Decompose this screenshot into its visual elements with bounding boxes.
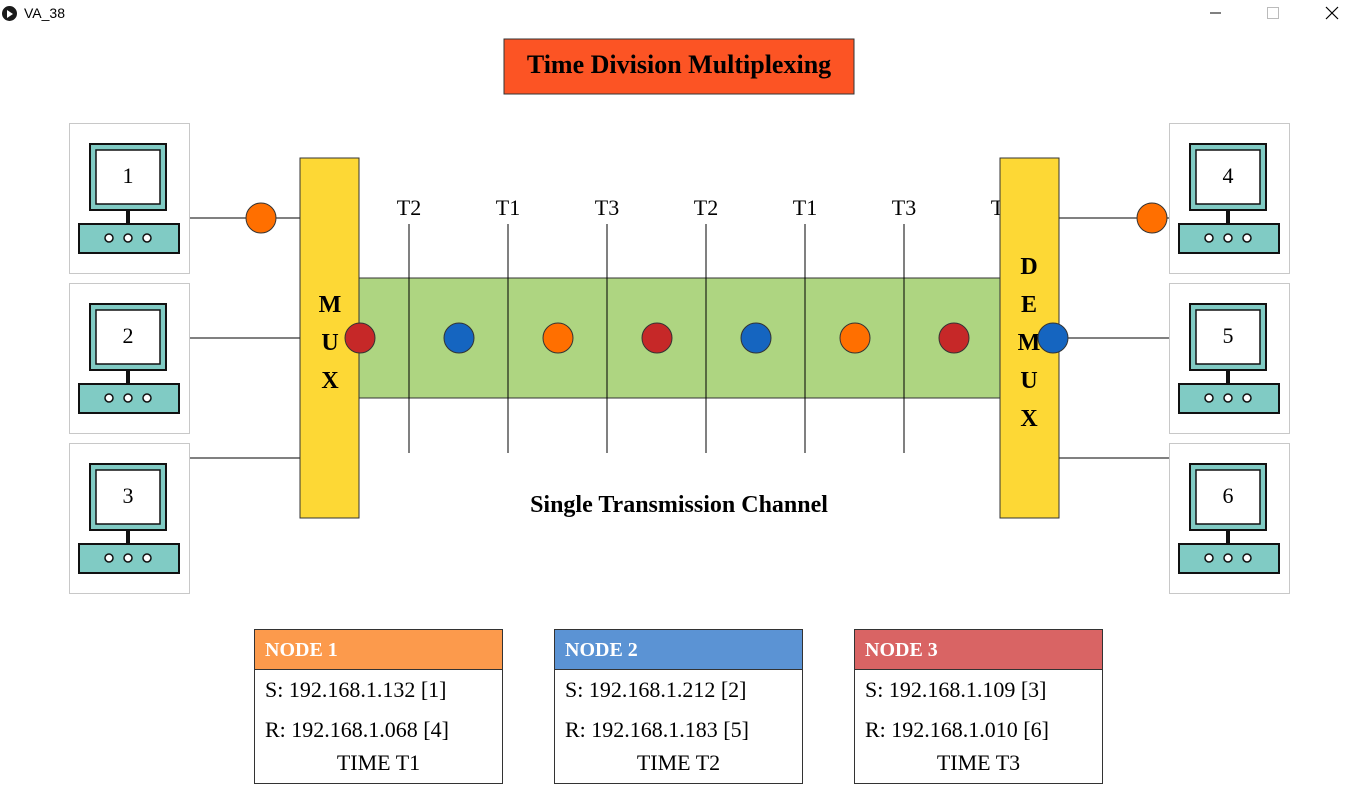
channel-label: Single Transmission Channel xyxy=(530,492,828,518)
button-dot xyxy=(142,393,152,403)
node-time: TIME T3 xyxy=(936,750,1021,775)
computer-5: 5 xyxy=(1169,283,1290,434)
node-sender: S: 192.168.1.212 [2] xyxy=(565,677,747,702)
mux-letter: U xyxy=(321,330,338,356)
screen xyxy=(95,469,161,525)
monitor-stand xyxy=(126,210,130,224)
computers: 1 2 3 4 5 6 xyxy=(69,123,1290,594)
packet-node3 xyxy=(344,322,376,354)
node-card-1: NODE 1 S: 192.168.1.132 [1] R: 192.168.1… xyxy=(254,629,503,784)
mux-letter: M xyxy=(319,292,342,318)
packet-node1 xyxy=(839,322,871,354)
screen xyxy=(95,309,161,365)
node-header: NODE 3 xyxy=(855,630,1102,670)
packet-node3 xyxy=(938,322,970,354)
node-time: TIME T1 xyxy=(336,750,421,775)
button-dot xyxy=(142,233,152,243)
packet-node2 xyxy=(740,322,772,354)
button-dot xyxy=(1242,233,1252,243)
node-header: NODE 2 xyxy=(555,630,802,670)
button-dot xyxy=(104,553,114,563)
node-receiver: R: 192.168.1.010 [6] xyxy=(865,717,1049,742)
node-card-2: NODE 2 S: 192.168.1.212 [2] R: 192.168.1… xyxy=(554,629,803,784)
button-dot xyxy=(123,233,133,243)
close-button[interactable] xyxy=(1308,0,1354,28)
slot-label: T1 xyxy=(793,195,817,220)
screen xyxy=(1195,149,1261,205)
packets xyxy=(344,322,970,354)
computer-4: 4 xyxy=(1169,123,1290,274)
computer-label: 6 xyxy=(1223,483,1234,508)
node-card-3: NODE 3 S: 192.168.1.109 [3] R: 192.168.1… xyxy=(854,629,1103,784)
button-dot xyxy=(1223,553,1233,563)
packet-node2 xyxy=(443,322,475,354)
demux-letter: M xyxy=(1018,330,1041,356)
maximize-button[interactable] xyxy=(1250,0,1296,28)
button-dot xyxy=(1223,393,1233,403)
slot-label: T2 xyxy=(397,195,421,220)
monitor-stand xyxy=(126,530,130,544)
computer-label: 4 xyxy=(1223,163,1234,188)
title-bar: VA_38 xyxy=(0,0,1362,28)
packet-node2-dest xyxy=(1037,322,1069,354)
button-dot xyxy=(104,393,114,403)
time-slots: T2T1T3T2T1T3T2 xyxy=(397,195,1015,453)
node-header: NODE 1 xyxy=(255,630,502,670)
packet-node3 xyxy=(641,322,673,354)
computer-1: 1 xyxy=(69,123,190,274)
node-receiver: R: 192.168.1.183 [5] xyxy=(565,717,749,742)
button-dot xyxy=(123,553,133,563)
window-title: VA_38 xyxy=(24,5,65,21)
slot-label: T3 xyxy=(892,195,916,220)
computer-label: 3 xyxy=(123,483,134,508)
node-sender: S: 192.168.1.132 [1] xyxy=(265,677,447,702)
minimize-button[interactable] xyxy=(1192,0,1238,28)
demux-letter: X xyxy=(1020,406,1038,432)
computer-2: 2 xyxy=(69,283,190,434)
node-receiver: R: 192.168.1.068 [4] xyxy=(265,717,449,742)
button-dot xyxy=(142,553,152,563)
close-icon xyxy=(1325,6,1339,20)
packet-node1 xyxy=(542,322,574,354)
slot-label: T2 xyxy=(694,195,718,220)
app-play-icon xyxy=(2,6,17,21)
screen xyxy=(1195,469,1261,525)
slot-label: T3 xyxy=(595,195,619,220)
slot-label: T1 xyxy=(496,195,520,220)
button-dot xyxy=(104,233,114,243)
button-dot xyxy=(1242,393,1252,403)
packet-node1-dest xyxy=(1136,202,1168,234)
computer-6: 6 xyxy=(1169,443,1290,594)
maximize-icon xyxy=(1267,7,1279,19)
button-dot xyxy=(1204,393,1214,403)
button-dot xyxy=(1223,233,1233,243)
button-dot xyxy=(1204,233,1214,243)
node-sender: S: 192.168.1.109 [3] xyxy=(865,677,1047,702)
mux-label: MUX xyxy=(319,292,342,394)
screen xyxy=(95,149,161,205)
minimize-icon xyxy=(1210,12,1221,14)
node-time: TIME T2 xyxy=(636,750,721,775)
computer-label: 5 xyxy=(1223,323,1234,348)
computer-label: 1 xyxy=(123,163,134,188)
packet-node1-source xyxy=(245,202,277,234)
button-dot xyxy=(123,393,133,403)
button-dot xyxy=(1204,553,1214,563)
demux-letter: D xyxy=(1020,254,1037,280)
screen xyxy=(1195,309,1261,365)
button-dot xyxy=(1242,553,1252,563)
computer-3: 3 xyxy=(69,443,190,594)
monitor-stand xyxy=(1226,530,1230,544)
monitor-stand xyxy=(1226,370,1230,384)
monitor-stand xyxy=(1226,210,1230,224)
diagram-title: Time Division Multiplexing xyxy=(527,50,831,79)
demux-letter: U xyxy=(1020,368,1037,394)
demux-letter: E xyxy=(1021,292,1037,318)
monitor-stand xyxy=(126,370,130,384)
title-box xyxy=(503,38,855,95)
mux-letter: X xyxy=(321,368,339,394)
computer-label: 2 xyxy=(123,323,134,348)
